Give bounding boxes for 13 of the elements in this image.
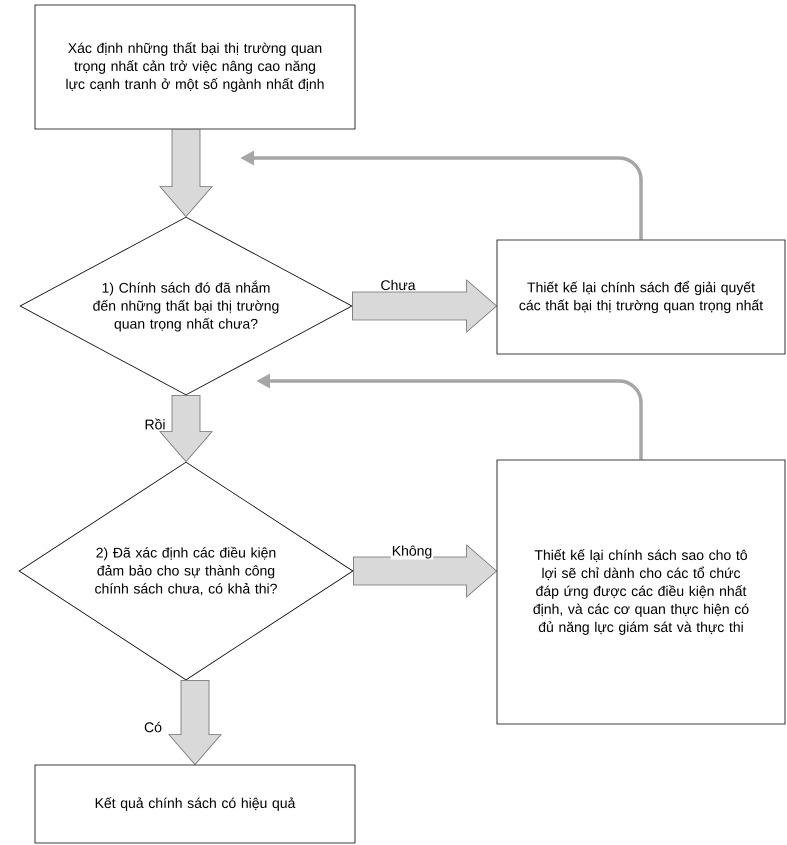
edge-label: Không xyxy=(390,544,434,560)
block-arrow xyxy=(159,129,213,218)
edge-label: Chưa xyxy=(379,278,417,292)
block-arrow xyxy=(353,544,498,598)
edge-label: Rồi xyxy=(144,418,166,430)
process-box: Xác định những thất bại thị trường quan trọng nhất cản trở việc nâng cao năng lực cạnh tranh ở một số ngành nhất định xyxy=(34,4,356,130)
block-arrow xyxy=(352,279,498,333)
block-arrow xyxy=(159,395,213,462)
process-box: Thiết kế lại chính sách để giải quyết các thất bại thị trường quan trọng nhất xyxy=(496,240,786,354)
block-arrow xyxy=(168,680,222,766)
process-box: Thiết kế lại chính sách sao cho tô lợi sẽ chỉ dành cho các tổ chức đáp ứng được các điều kiện nhất định, và các cơ quan thực hiện có đủ năng lực giám sát và thực thi xyxy=(496,460,786,724)
edge-label: Có xyxy=(143,720,163,734)
process-box: Kết quả chính sách có hiệu quả xyxy=(34,764,356,844)
